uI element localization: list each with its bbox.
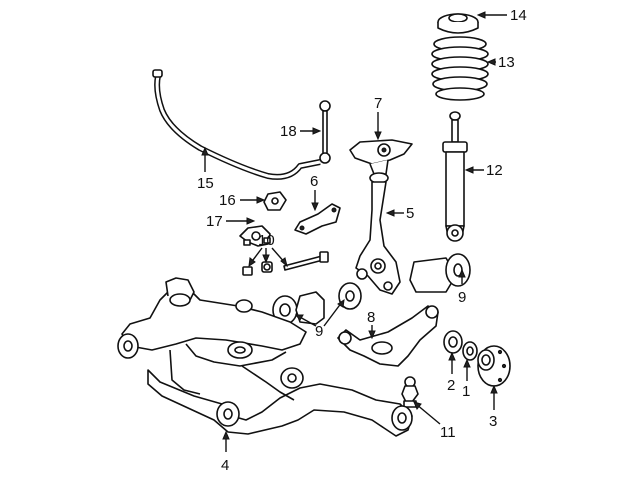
- stabilizer-bar-icon[interactable]: [152, 69, 321, 180]
- control-arm-icon[interactable]: [337, 305, 439, 367]
- shock-absorber-icon[interactable]: [442, 111, 468, 242]
- callout-15: 15: [197, 146, 214, 192]
- bushing-icon[interactable]: [272, 253, 471, 325]
- bushing-clamp-icon[interactable]: [239, 225, 271, 247]
- callout-label: 7: [374, 95, 382, 112]
- callout-label: 5: [406, 205, 414, 222]
- callout-label: 8: [367, 309, 375, 326]
- callout-10: 10: [248, 232, 288, 268]
- callout-label: 6: [310, 173, 318, 190]
- stabilizer-bushing-icon[interactable]: [263, 191, 287, 211]
- bolt-nut-icon[interactable]: [242, 251, 329, 276]
- callout-label: 16: [219, 192, 236, 209]
- ball-joint-icon[interactable]: [401, 376, 419, 408]
- callout-label: 11: [440, 424, 456, 441]
- bearing-icon[interactable]: [443, 330, 463, 354]
- stabilizer-link-icon[interactable]: [319, 100, 331, 164]
- spring-seat-icon[interactable]: [437, 13, 479, 34]
- callout-8: 8: [367, 309, 376, 340]
- callout-label: 3: [489, 413, 497, 430]
- callout-12: 12: [464, 162, 503, 179]
- callout-5: 5: [385, 205, 414, 222]
- bracket-icon[interactable]: [294, 203, 341, 235]
- callout-label: 1: [462, 383, 470, 400]
- callout-3: 3: [489, 384, 498, 430]
- callout-9-center: 9: [294, 298, 345, 340]
- callout-label: 9: [315, 323, 323, 340]
- coil-spring-icon[interactable]: [431, 36, 489, 101]
- strut-mount-bracket-icon[interactable]: [349, 139, 413, 175]
- callout-label: 2: [447, 377, 455, 394]
- callout-17: 17: [206, 213, 256, 230]
- seal-icon[interactable]: [462, 341, 478, 361]
- callout-label: 15: [197, 175, 214, 192]
- callout-1: 1: [462, 358, 471, 400]
- callout-label: 10: [258, 232, 275, 249]
- callout-16: 16: [219, 192, 266, 209]
- callout-9-right: 9: [458, 268, 466, 306]
- crossmember-icon[interactable]: [117, 277, 413, 437]
- callout-13: 13: [486, 54, 515, 71]
- callout-14: 14: [476, 7, 527, 24]
- callout-11: 11: [413, 401, 456, 441]
- callout-6: 6: [310, 173, 319, 212]
- callout-label: 12: [486, 162, 503, 179]
- callout-label: 17: [206, 213, 223, 230]
- callout-18: 18: [280, 123, 322, 140]
- steering-knuckle-icon[interactable]: [355, 172, 401, 295]
- callout-label: 9: [458, 289, 466, 306]
- callout-label: 14: [510, 7, 527, 24]
- callout-4: 4: [221, 430, 230, 474]
- callout-7: 7: [374, 95, 382, 141]
- callout-label: 18: [280, 123, 297, 140]
- callout-label: 4: [221, 457, 229, 474]
- callout-2: 2: [447, 351, 456, 394]
- wheel-hub-icon[interactable]: [477, 345, 511, 387]
- callout-label: 13: [498, 54, 515, 71]
